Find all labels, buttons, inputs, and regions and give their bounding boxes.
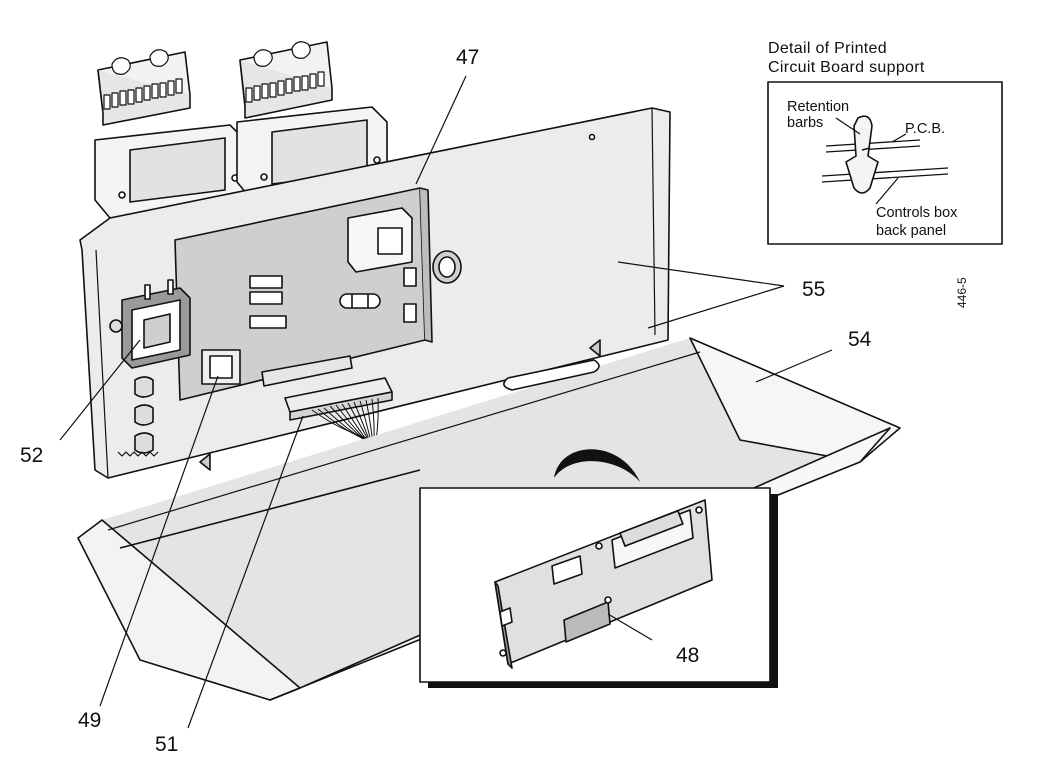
leader-lines [59,75,907,729]
pcb-label: P.C.B. [905,121,945,137]
detail-title-line1: Detail of Printed [768,40,887,57]
callout-47: 47 [456,46,479,69]
retention-label-line2: barbs [787,115,823,131]
callout-49: 49 [78,709,101,732]
leader-pcb [891,133,907,143]
leader-49 [99,375,219,707]
leader-panel [875,177,899,205]
inset-box [419,449,778,688]
retention-label-line1: Retention [787,99,849,115]
figure-id: 446-5 [955,277,969,308]
callout-48: 48 [676,644,699,667]
detail-box [767,81,1003,245]
panel-label-line1: Controls box [876,205,958,221]
main-pcb [174,187,433,401]
terminal-block-left [97,49,191,126]
leader-52 [59,339,141,441]
detail-text: Detail of Printed Circuit Board support … [768,40,958,239]
cable-clips [134,376,154,454]
leader-47 [415,75,467,185]
leader-retention [835,117,861,135]
callout-51: 51 [155,733,178,756]
callout-55: 55 [802,278,825,301]
callout-54: 54 [848,328,872,351]
leader-54 [755,349,833,383]
leader-51 [187,415,304,729]
callout-52: 52 [20,444,43,467]
display-pcb [494,499,713,669]
callout-numbers: 47 55 54 52 48 49 51 [20,46,872,756]
terminal-block-right [239,41,333,119]
leader-55b [647,285,785,329]
panel-label-line2: back panel [876,223,946,239]
leader-55a [617,261,785,287]
spring [117,451,159,457]
terminal-socket-left [94,124,246,219]
leader-48 [607,613,653,641]
transformer [109,279,191,369]
detail-title-line2: Circuit Board support [768,59,925,76]
